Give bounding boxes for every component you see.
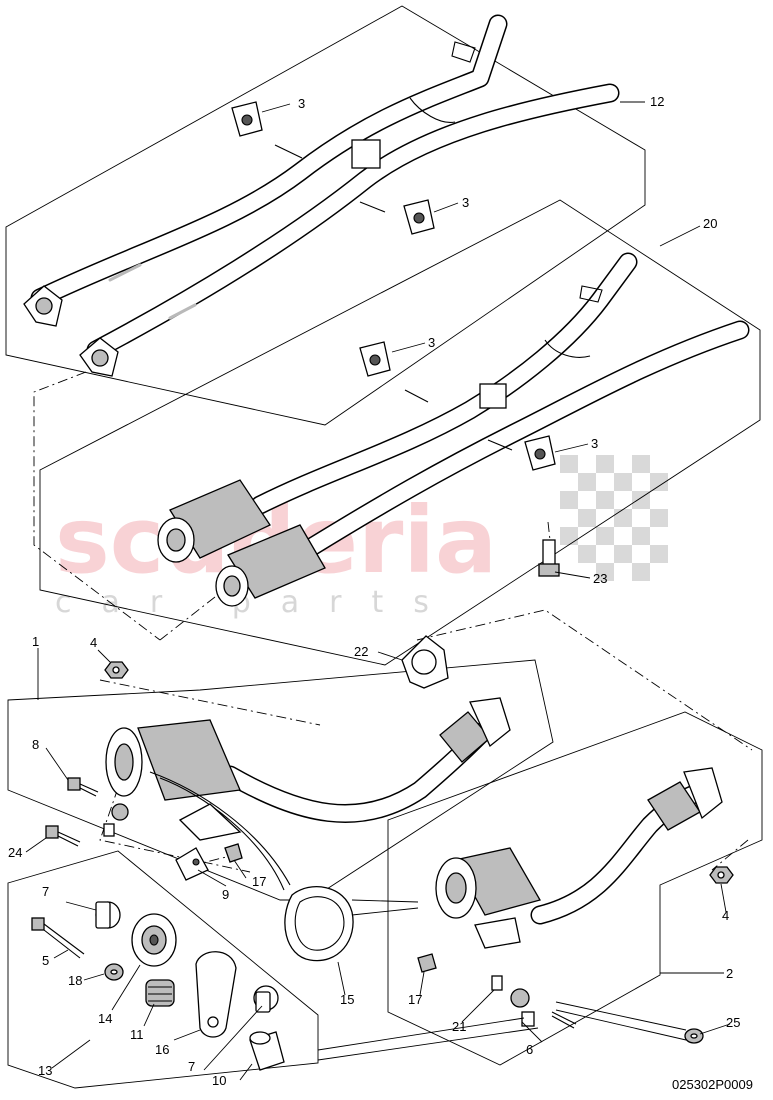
callout-3: 3 (298, 96, 305, 111)
front-pipe-assembly-2 (435, 767, 723, 949)
exhaust-pipe-assembly-12 (23, 14, 620, 377)
rubber-mount (359, 199, 435, 235)
rubber-bushing-14 (131, 913, 177, 967)
callout-4: 4 (90, 635, 97, 650)
isolator-6 (510, 988, 577, 1029)
frame-set-13 (7, 850, 319, 1089)
frame-assembly-20 (39, 199, 761, 666)
callout-9: 9 (222, 887, 229, 902)
stud-21 (491, 975, 503, 991)
bolt-23 (538, 539, 560, 577)
frame-assembly-1 (7, 659, 554, 901)
flange-left (23, 285, 63, 327)
callout-17: 17 (408, 992, 422, 1007)
bolt-24 (45, 825, 81, 847)
isolator (103, 803, 129, 837)
crossover-pipe (479, 383, 507, 409)
sensor-boss (451, 41, 476, 63)
sleeve-10 (249, 1031, 285, 1071)
rubber-mount (487, 435, 556, 471)
callout-7: 7 (42, 884, 49, 899)
flange (469, 697, 511, 748)
callout-7: 7 (188, 1059, 195, 1074)
callout-17: 17 (252, 874, 266, 889)
callout-3: 3 (428, 335, 435, 350)
callout-6: 6 (526, 1042, 533, 1057)
alignment-lines (33, 371, 753, 873)
rubber-mount (231, 101, 303, 159)
flange-right (79, 337, 119, 377)
sensor-boss (579, 285, 603, 303)
callout-1: 1 (32, 634, 39, 649)
callout-3: 3 (591, 436, 598, 451)
mount-bracket (178, 803, 242, 841)
callout-13: 13 (38, 1063, 52, 1078)
washer-18 (104, 963, 124, 981)
callout-22: 22 (354, 644, 368, 659)
rubber-block-17-upper (224, 843, 243, 863)
rubber-mount (359, 341, 429, 403)
catalytic-converter (137, 719, 241, 801)
callout-16: 16 (155, 1042, 169, 1057)
callout-2: 2 (726, 966, 733, 981)
gasket-15 (284, 886, 354, 962)
bolt-5 (31, 917, 85, 959)
callout-25: 25 (726, 1015, 740, 1030)
callout-24: 24 (8, 845, 22, 860)
callout-5: 5 (42, 953, 49, 968)
mount-bracket (474, 917, 521, 949)
callouts: 3 12 3 20 3 3 23 22 1 4 8 24 9 17 4 2 7 … (8, 94, 740, 1088)
callout-8: 8 (32, 737, 39, 752)
catalytic-converter (157, 479, 271, 563)
catalytic-converter (215, 524, 326, 607)
spring-bushing-11 (145, 979, 175, 1007)
callout-10: 10 (212, 1073, 226, 1088)
rubber-block-17-lower (417, 953, 437, 973)
bolt-8 (67, 777, 99, 797)
bushing-7-upper (95, 901, 121, 929)
callout-4: 4 (722, 908, 729, 923)
strap-16 (195, 951, 237, 1038)
callout-18: 18 (68, 973, 82, 988)
callout-11: 11 (130, 1027, 144, 1042)
front-pipe-assembly-1 (105, 697, 511, 891)
bushing-7-lower (253, 985, 279, 1013)
callout-14: 14 (98, 1011, 112, 1026)
callout-23: 23 (593, 571, 607, 586)
checkered-flag-icon (560, 455, 668, 581)
callout-12: 12 (650, 94, 664, 109)
exhaust-pipe-assembly-20 (157, 252, 750, 607)
document-number: 025302P0009 (672, 1077, 753, 1092)
leader-lines (25, 101, 731, 1081)
nut-4-lower (709, 866, 734, 884)
watermark: scuderia car parts (55, 455, 668, 620)
callout-15: 15 (340, 992, 354, 1007)
callout-20: 20 (703, 216, 717, 231)
washer-25 (684, 1028, 704, 1044)
nut-4-upper (104, 661, 129, 679)
flange (683, 767, 723, 820)
crossover-pipe (351, 139, 381, 169)
frame-assembly-2 (387, 711, 763, 1066)
callout-3: 3 (462, 195, 469, 210)
hanger-bracket-9 (175, 847, 209, 881)
gasket-22 (401, 635, 449, 689)
callout-21: 21 (452, 1019, 466, 1034)
frame-assembly-12 (5, 5, 646, 426)
